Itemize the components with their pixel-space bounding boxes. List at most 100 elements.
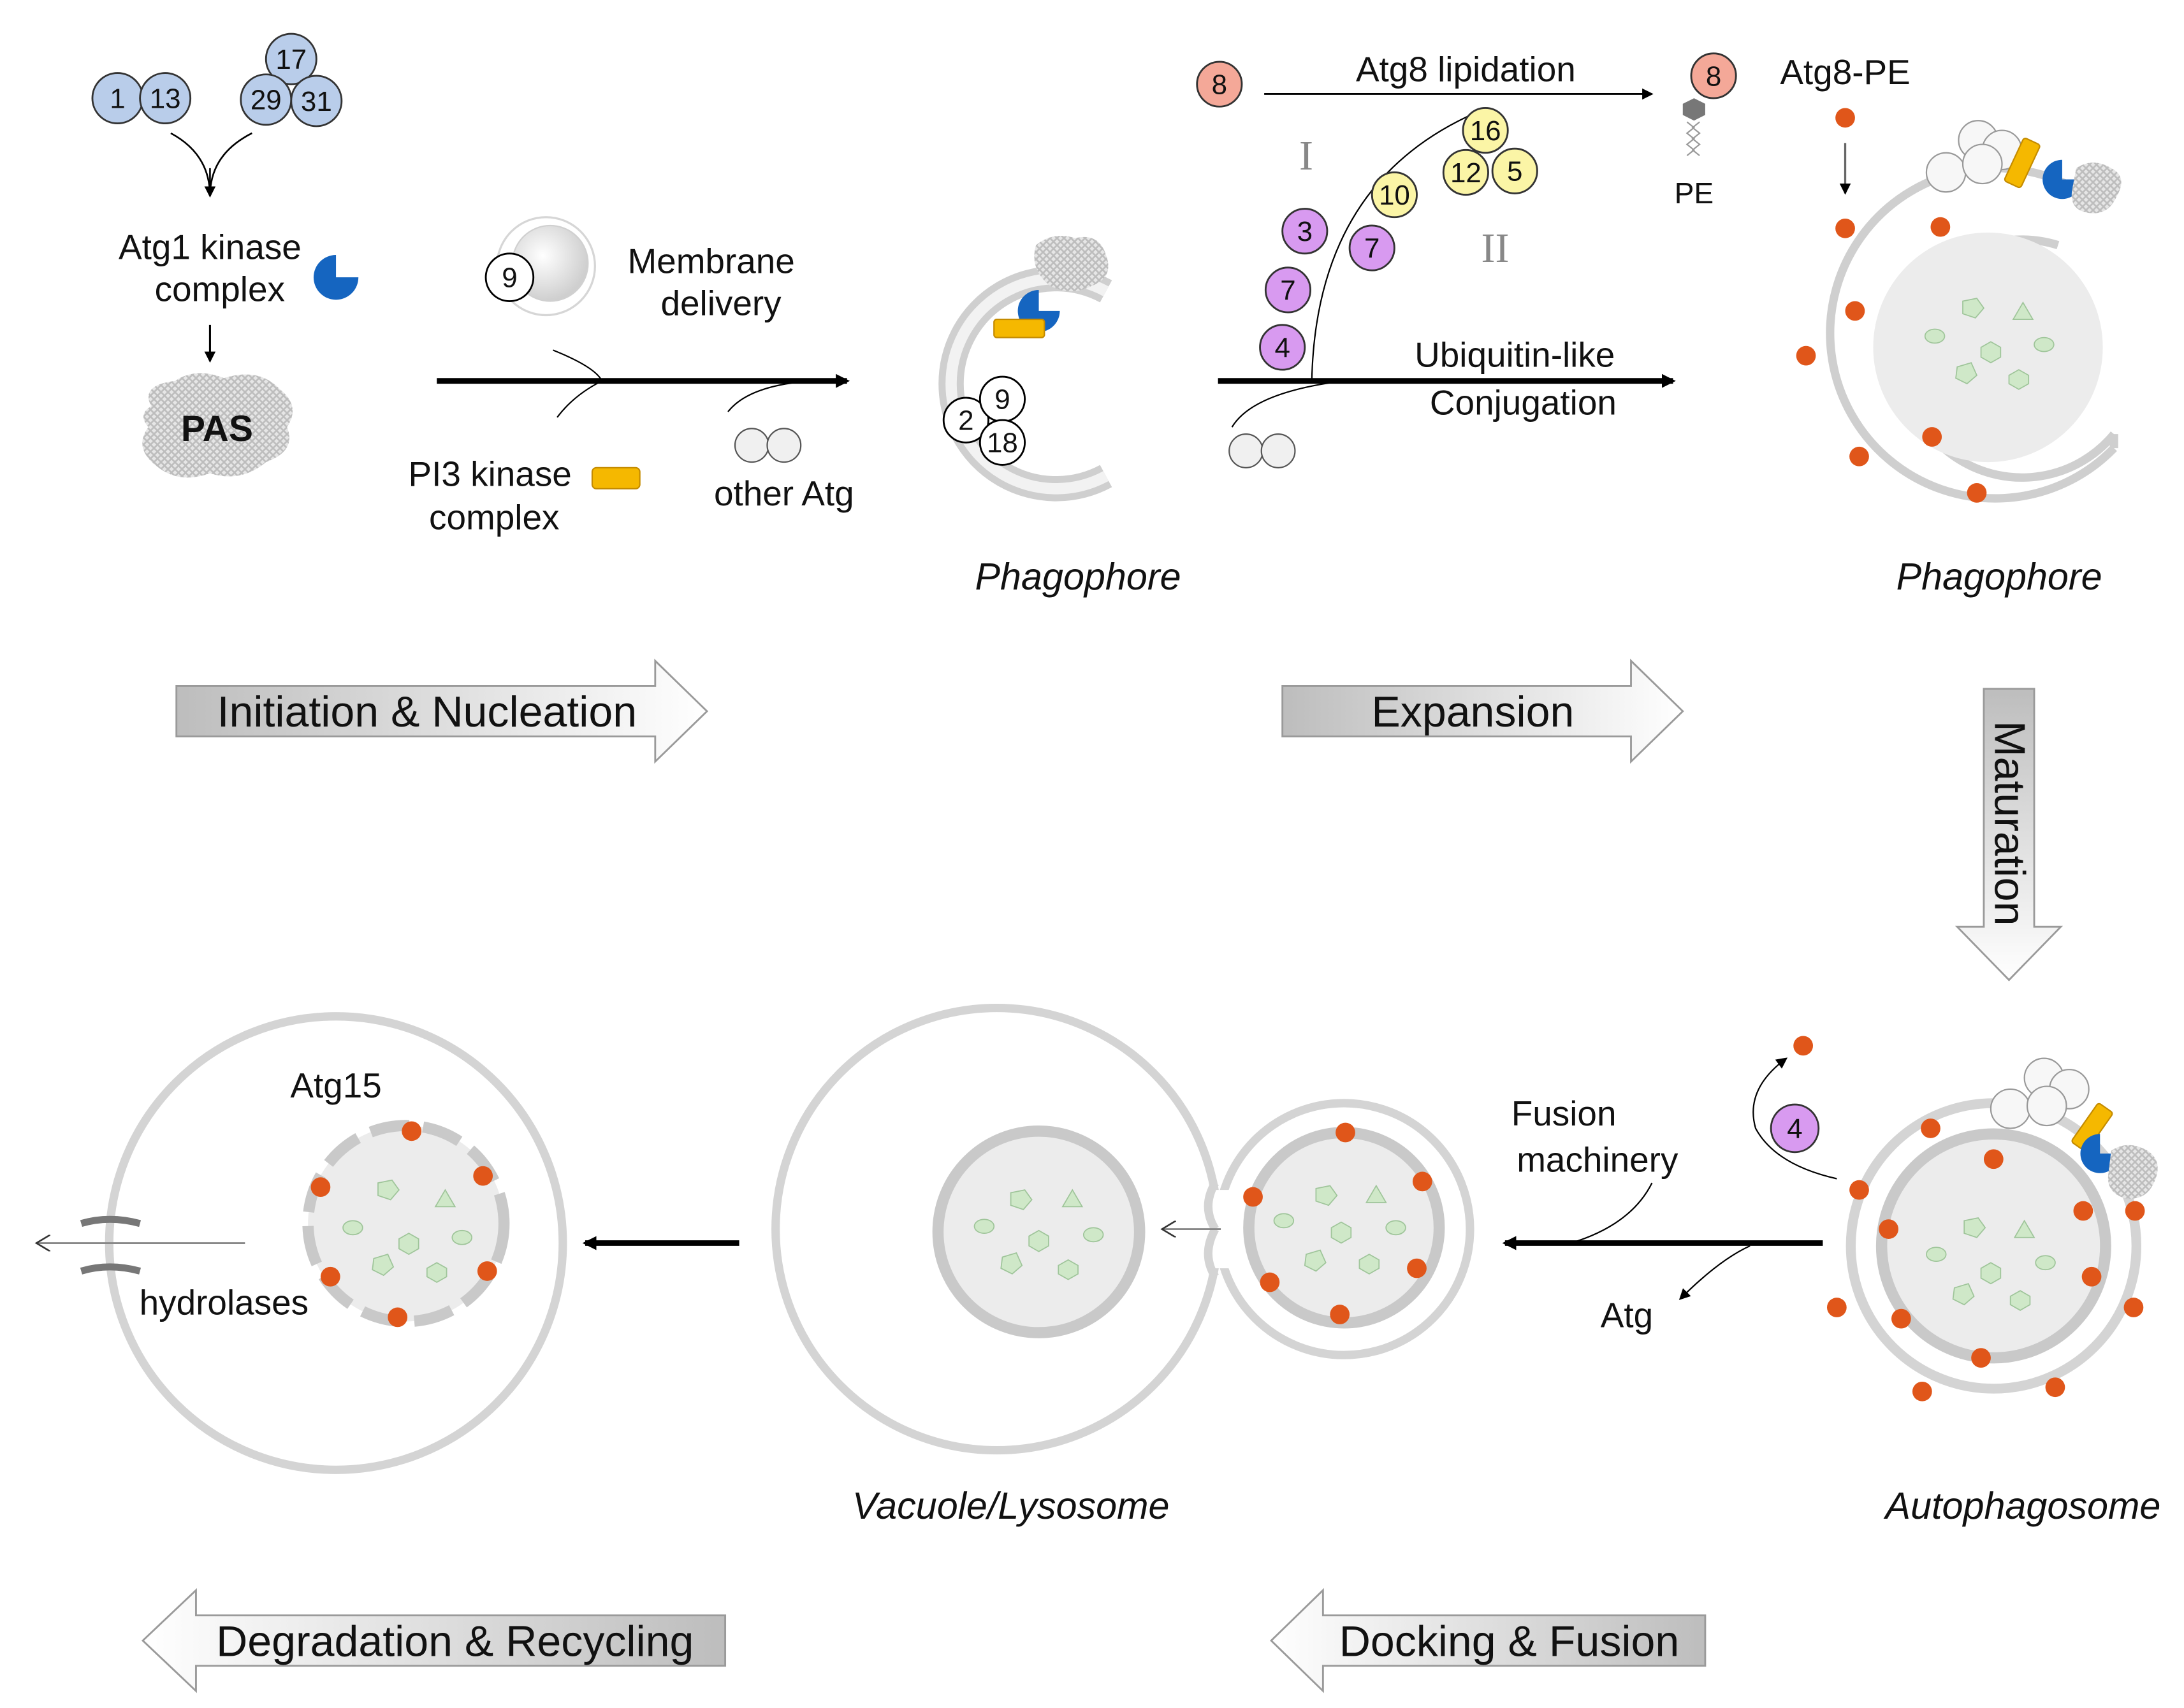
hydrolases-label: hydrolases [140, 1283, 309, 1322]
phagophore-2-pas-blob [2071, 163, 2122, 214]
atg1-subunit-group: 1 13 17 29 31 [91, 33, 343, 127]
initiation-stage-arrow [175, 658, 709, 764]
phagophore-atg9-number: 9 [994, 384, 1010, 416]
purple-atg7a-circle [1264, 266, 1312, 314]
autophagosome-label: Autophagosome [1884, 1484, 2161, 1527]
ubiquitin-label-line2: Conjugation [1430, 382, 1617, 422]
phagophore-2-atg8-dots [1796, 217, 1987, 503]
degradation-stage-label: Degradation & Recycling [216, 1617, 694, 1665]
membrane-merge-curve [553, 349, 603, 418]
atg8-pe-circle [1690, 52, 1737, 99]
autophagosome-atg8-dots [1826, 1118, 2145, 1401]
atg8-lipidation-label: Atg8 lipidation [1356, 50, 1576, 89]
conjugation-divider-curve [1311, 112, 1478, 381]
phagophore-atg2-circle [942, 396, 989, 444]
atg8-pe-number: 8 [1706, 61, 1721, 92]
roman-one-label: I [1299, 133, 1313, 179]
degradation-cargo [342, 1179, 472, 1284]
complex-merge-lines [170, 132, 252, 196]
pas-label: PAS [181, 409, 253, 449]
expansion-stage-label: Expansion [1371, 688, 1574, 736]
other-atg-label: other Atg [714, 474, 854, 513]
subunit-17-number: 17 [275, 44, 307, 75]
ubiquitin-label-line1: Ubiquitin-like [1415, 335, 1615, 375]
released-atg8-dot [1793, 1036, 1814, 1056]
atg15-label: Atg15 [290, 1066, 381, 1105]
fusion-machinery-curve [1570, 1182, 1653, 1244]
atg4-release-circle [1770, 1103, 1820, 1154]
other-atg-bubble-2 [766, 428, 802, 463]
pe-tails-icon [1685, 121, 1701, 156]
atg9-circle [484, 252, 535, 302]
initiation-stage-label: Initiation & Nucleation [217, 688, 637, 736]
pe-label: PE [1675, 177, 1714, 210]
pi3-label-line2: complex [429, 497, 559, 537]
atg1-kinase-label-line2: complex [155, 270, 285, 309]
yellow-atg10-number: 10 [1379, 180, 1410, 211]
autophagosome-pas-blob [2108, 1145, 2158, 1199]
atg4-release-arrow [1752, 1057, 1837, 1180]
docking-stage-arrow [1270, 1588, 1707, 1693]
subunit-31-number: 31 [301, 86, 332, 117]
pas-blob [142, 373, 293, 478]
autophagosome-top-complex [1990, 1057, 2158, 1199]
phagophore-atg2-number: 2 [958, 405, 973, 437]
subunit-17-circle [265, 33, 317, 85]
phagophore-1-label: Phagophore [975, 555, 1181, 598]
subunit-1-number: 1 [110, 83, 125, 114]
subunit-29-number: 29 [251, 85, 282, 116]
autophagosome-pi3-icon [2071, 1103, 2113, 1152]
yellow-atg16-number: 16 [1470, 115, 1501, 147]
free-atg8-dot [1835, 108, 1855, 128]
maturation-stage-label: Maturation [1986, 721, 2034, 926]
degradation-atg8-dots [310, 1121, 497, 1328]
fusion-label-line1: Fusion [1511, 1094, 1617, 1133]
autophagosome-inner-membrane [1875, 1128, 2111, 1364]
atg-release-arrow [1678, 1245, 1751, 1300]
phagophore-2-top-complex [1925, 120, 2122, 214]
subunit-31-circle [290, 75, 343, 127]
purple-atg4-number: 4 [1274, 332, 1290, 363]
efflux-pore-bottom [80, 1263, 142, 1275]
docking-cargo [1273, 1184, 1406, 1275]
other-atg-bubble-1 [734, 428, 769, 463]
phagophore-2-cargo [1924, 298, 2055, 390]
maturation-stage-arrow [1955, 688, 2064, 981]
atg1-kinase-icon [313, 255, 359, 300]
purple-atg7a-number: 7 [1280, 275, 1295, 306]
membrane-delivery-line1: Membrane [627, 242, 794, 281]
yellow-atg5-circle [1491, 147, 1538, 194]
membrane-delivery-line2: delivery [660, 283, 782, 322]
pe-headgroup-icon [1682, 98, 1705, 121]
atg8-pe-label: Atg8-PE [1780, 52, 1910, 92]
atg9-number: 9 [502, 263, 517, 294]
subunit-13-circle [139, 72, 192, 125]
purple-atg7b-number: 7 [1364, 233, 1380, 264]
purple-atg3-number: 3 [1297, 216, 1313, 247]
atg8-circle [1196, 61, 1243, 108]
vacuole-label: Vacuole/Lysosome [852, 1484, 1170, 1527]
pi3-label-line1: PI3 kinase [408, 454, 571, 493]
atg-release-label: Atg [1601, 1295, 1653, 1335]
purple-atg7b-circle [1348, 224, 1395, 271]
fusion-neck [1204, 1180, 1219, 1279]
expansion-bubble-2 [1260, 433, 1296, 468]
phagophore-1-pas-blob [1034, 236, 1109, 292]
phagophore-2-label: Phagophore [1896, 555, 2102, 598]
subunit-13-number: 13 [150, 83, 181, 114]
yellow-atg12-number: 12 [1450, 157, 1481, 189]
expansion-stage-arrow [1281, 658, 1684, 764]
yellow-atg16-circle [1462, 107, 1509, 154]
docking-atg8-dots [1243, 1122, 1432, 1324]
phagophore-1-pi3-icon [993, 318, 1045, 338]
conjugation-input-curve [1231, 380, 1344, 428]
atg1-kinase-label-line1: Atg1 kinase [119, 228, 302, 267]
phagophore-2-pi3-icon [2004, 138, 2041, 189]
yellow-atg10-circle [1371, 171, 1418, 219]
purple-atg3-circle [1281, 208, 1329, 255]
phagophore-atg18-circle [979, 419, 1026, 466]
docking-stage-label: Docking & Fusion [1339, 1617, 1680, 1665]
purple-atg4-circle [1259, 324, 1306, 371]
atg8-number: 8 [1212, 69, 1227, 100]
